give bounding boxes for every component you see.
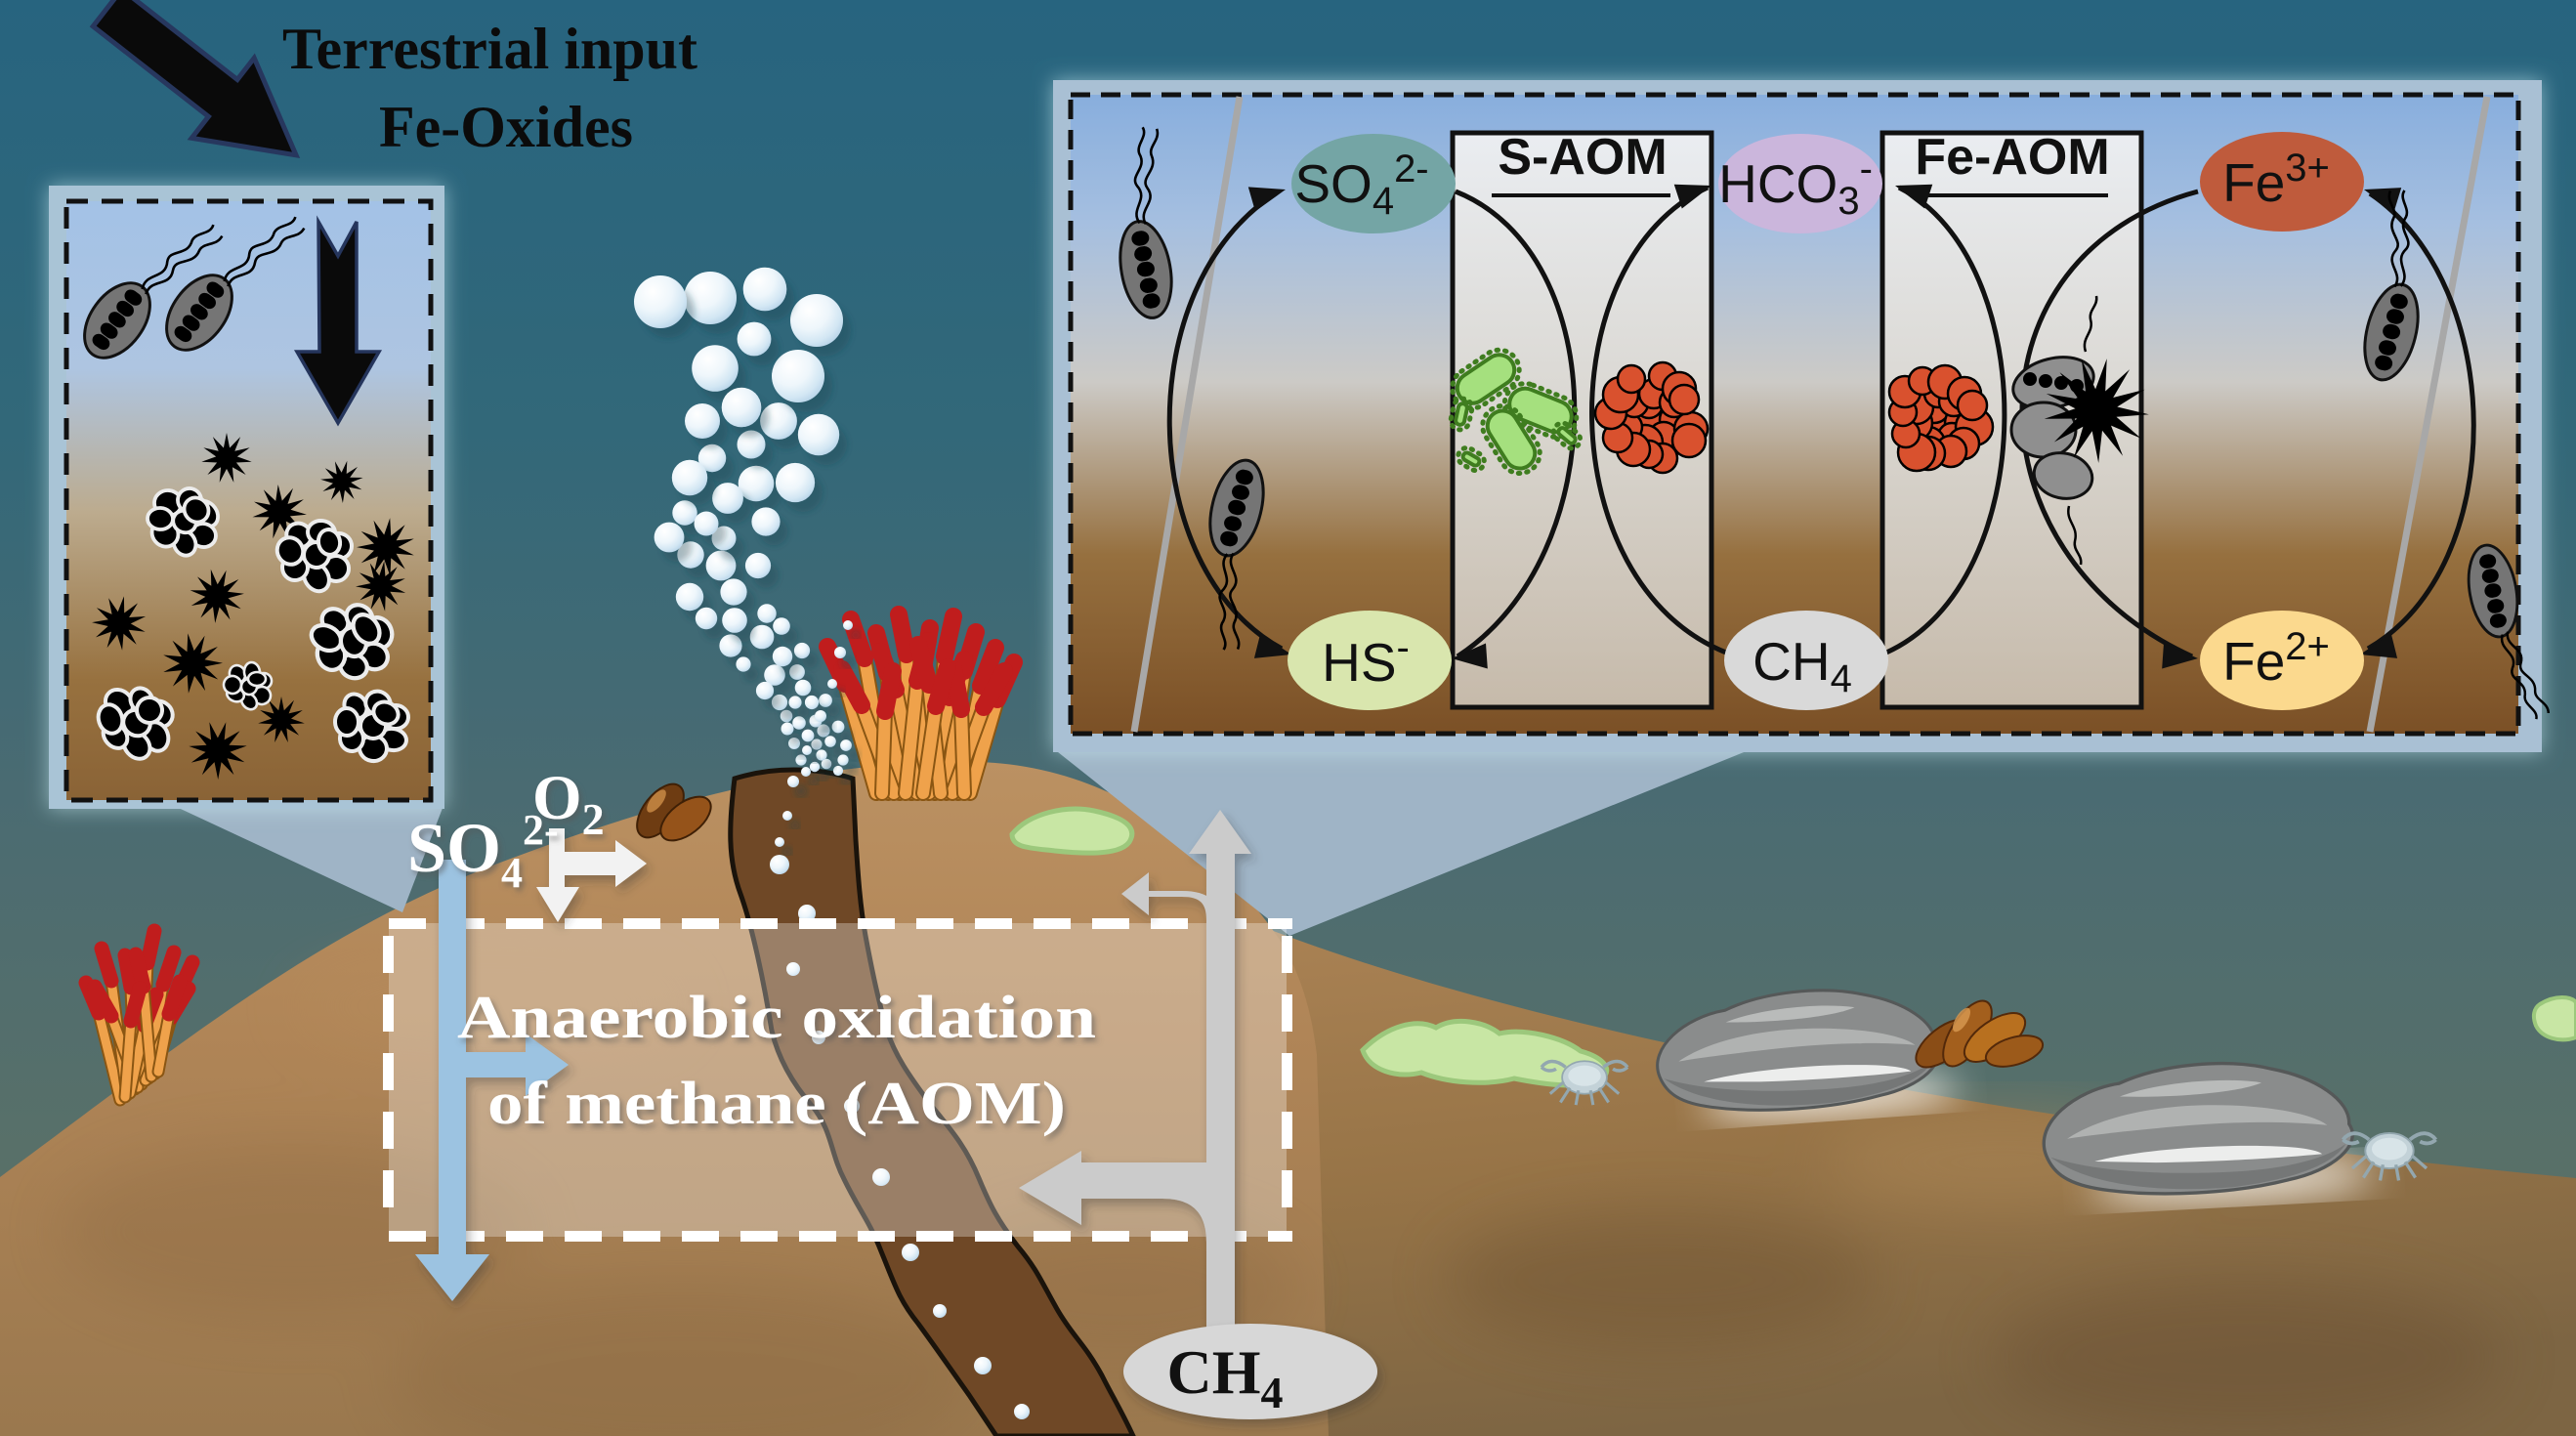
svg-text:Fe-Oxides: Fe-Oxides xyxy=(379,95,633,159)
svg-text:Fe-AOM: Fe-AOM xyxy=(1915,129,2109,186)
svg-text:of methane (AOM): of methane (AOM) xyxy=(487,1071,1066,1137)
svg-text:CH4: CH4 xyxy=(1167,1337,1284,1417)
svg-text:HS-: HS- xyxy=(1322,626,1410,693)
svg-text:S-AOM: S-AOM xyxy=(1498,129,1667,186)
svg-text:Terrestrial input: Terrestrial input xyxy=(282,17,697,81)
svg-text:SO42-: SO42- xyxy=(407,806,559,897)
svg-text:Anaerobic oxidation: Anaerobic oxidation xyxy=(457,985,1096,1051)
